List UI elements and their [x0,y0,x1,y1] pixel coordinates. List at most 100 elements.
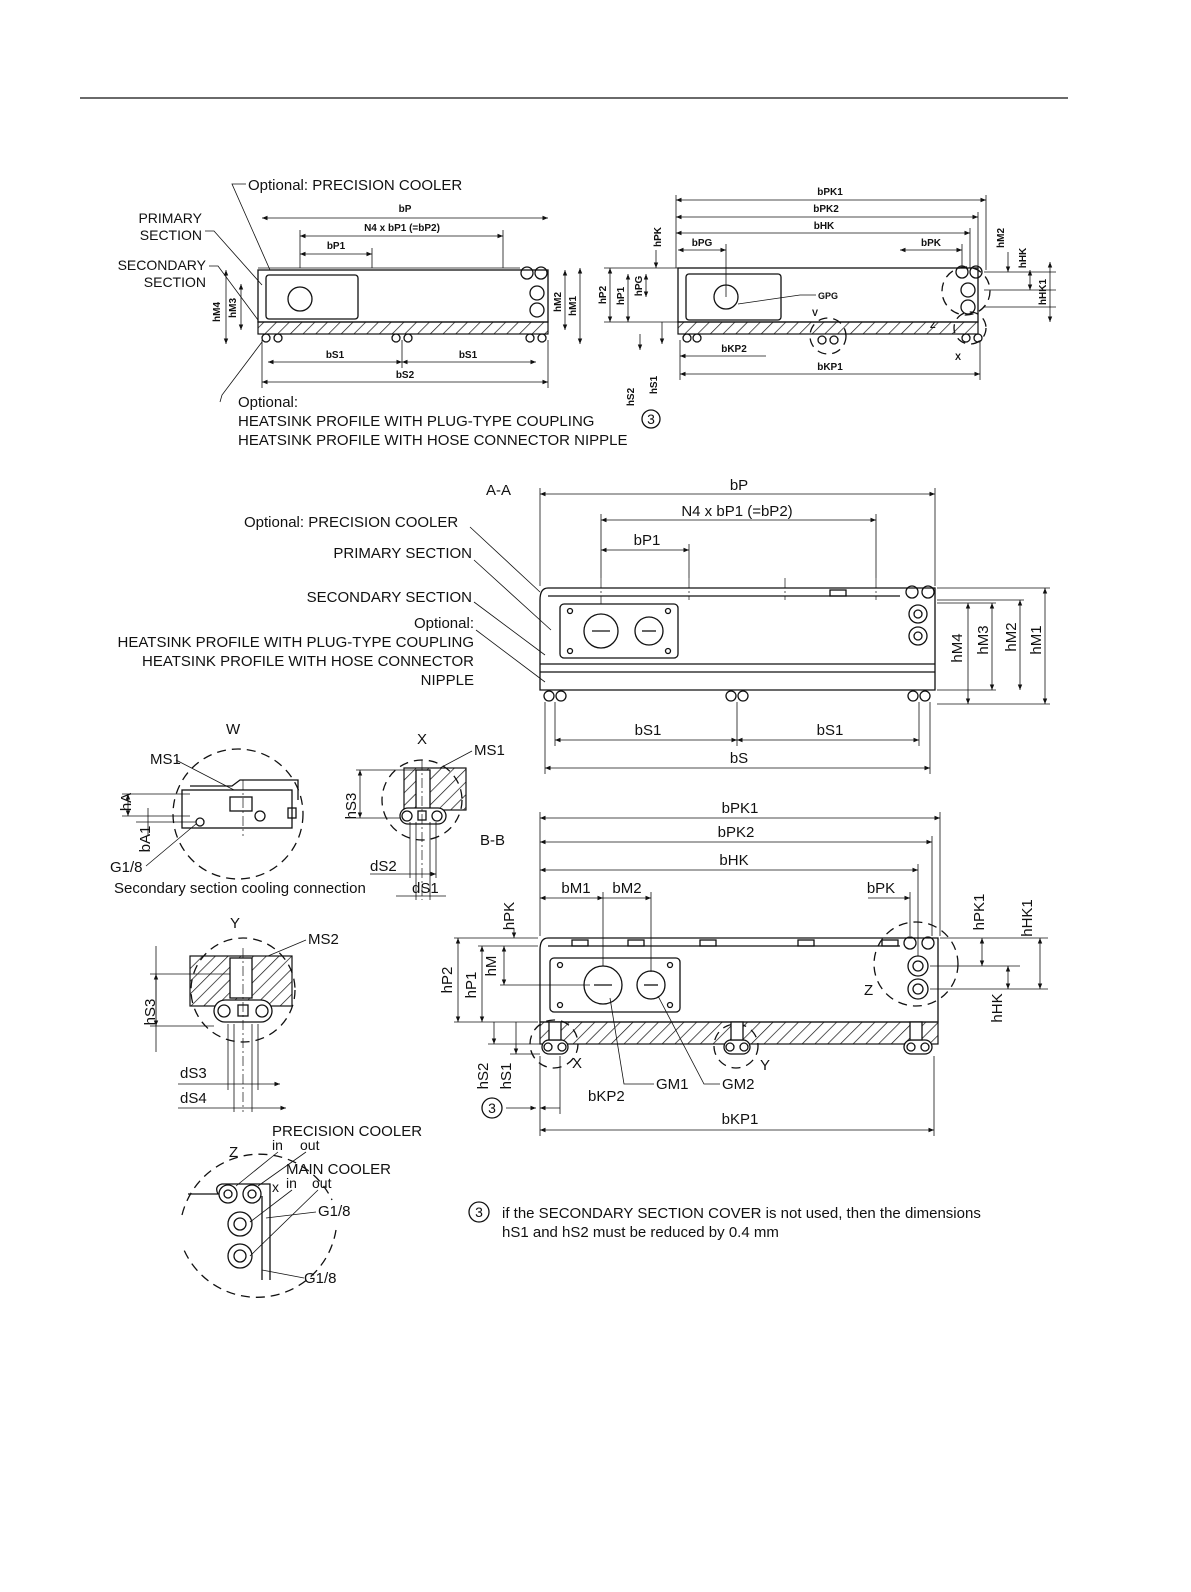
bb-dim-hP1: hP1 [463,972,480,999]
detail-x-hS3: hS3 [343,793,360,820]
bb-dim-hS2: hS2 [475,1063,492,1090]
bb-label-X: X [572,1055,582,1072]
detail-y-dS3: dS3 [180,1065,207,1082]
dim-hM2-top-right: hM2 [996,228,1007,248]
dim-bS2: bS2 [396,370,415,381]
detail-w-ms1: MS1 [150,751,181,768]
aa-callout-optional: Optional: [414,615,474,632]
label-V: V [812,308,818,318]
detail-z-out-1: out [300,1137,320,1153]
aa-callout-precision: Optional: PRECISION COOLER [244,514,458,531]
dim-bP: bP [399,204,412,215]
top-right-view: bPK1 bPK2 bHK bPG bPK hPK hP2 hP1 hPG GP… [598,187,1056,406]
dim-hS2-top: hS2 [626,387,637,406]
detail-w: W MS1 hA bA1 G1/8 Secondary section cool… [110,721,366,897]
dim-bPG: bPG [692,238,713,249]
bb-dim-hM: hM [483,956,500,977]
section-bb: B-B bPK1 bPK2 bHK bM1 b [439,800,1048,1136]
section-bb-title: B-B [480,832,505,849]
aa-dim-hM4: hM4 [949,633,966,662]
aa-dim-hM2: hM2 [1003,622,1020,651]
aa-callout-primary: PRIMARY SECTION [333,545,472,562]
detail-y-hS3: hS3 [142,999,159,1026]
detail-z-g18-1: G1/8 [318,1203,351,1220]
bb-dim-hS1: hS1 [498,1063,515,1090]
bb-dim-hPK1: hPK1 [971,894,988,931]
dim-bPK2-top: bPK2 [813,204,839,215]
aa-callout-hose: HEATSINK PROFILE WITH HOSE CONNECTOR [142,653,474,670]
dim-hP2-top: hP2 [598,285,609,304]
dim-hP1-top: hP1 [616,286,627,305]
callout-precision-cooler: Optional: PRECISION COOLER [248,177,462,194]
label-GPG: GPG [818,291,838,301]
detail-x-label: X [417,731,427,748]
bb-dim-hP2: hP2 [439,967,456,994]
section-aa-title: A-A [486,482,511,499]
dim-bPK-top: bPK [921,238,942,249]
dim-hM2: hM2 [553,292,564,312]
optional-plug-coupling: HEATSINK PROFILE WITH PLUG-TYPE COUPLING [238,413,594,430]
aa-dim-hM1: hM1 [1028,625,1045,654]
detail-z-in-2: in [286,1175,297,1191]
dim-hHK1-top: hHK1 [1038,279,1049,306]
dim-bKP2-top: bKP2 [721,344,747,355]
bb-label-Z: Z [864,982,873,999]
dim-hHK-top: hHK [1018,247,1029,268]
detail-y: Y MS2 hS3 dS3 dS4 [142,915,339,1112]
callout-secondary-section: SECTION [144,274,206,290]
detail-z-x-mark: x [272,1179,279,1195]
dim-bKP1-top: bKP1 [817,362,843,373]
footnote-line-2: hS1 and hS2 must be reduced by 0.4 mm [502,1224,779,1241]
dim-hPK-top: hPK [653,226,664,247]
dim-hM3: hM3 [228,298,239,318]
detail-y-dS4: dS4 [180,1090,207,1107]
aa-dim-bS1-right: bS1 [817,722,844,739]
aa-dim-bP: bP [730,477,748,494]
detail-y-ms2: MS2 [308,931,339,948]
section-aa: A-A Optional: PRECISION COOLER PRIMARY S… [118,477,1050,774]
dim-bHK-top: bHK [814,221,835,232]
bb-label-GM2: GM2 [722,1076,755,1093]
footnote-marker: 3 [475,1204,483,1220]
detail-z-g18-2: G1/8 [304,1270,337,1287]
dim-hM4: hM4 [212,302,223,322]
bb-dim-bPK: bPK [867,880,895,897]
dim-hM1: hM1 [568,296,579,316]
detail-z-precision-cooler: PRECISION COOLER [272,1123,422,1140]
bb-dim-bPK1: bPK1 [722,800,759,817]
detail-w-bA1: bA1 [137,826,154,853]
bb-dim-bM2: bM2 [612,880,641,897]
detail-z-label: Z [229,1144,238,1161]
detail-z-main-cooler: MAIN COOLER [286,1161,391,1178]
aa-dim-bS1-left: bS1 [635,722,662,739]
optional-hose-nipple: HEATSINK PROFILE WITH HOSE CONNECTOR NIP… [238,432,628,449]
dim-hPG: hPG [634,276,645,297]
bb-dim-bM1: bM1 [561,880,590,897]
detail-z-out-2: out [312,1175,332,1191]
bb-dim-bKP1: bKP1 [722,1111,759,1128]
detail-w-label: W [226,721,241,738]
dim-n4-bP1: N4 x bP1 (=bP2) [364,223,440,234]
bb-footnote-marker: 3 [488,1100,496,1116]
detail-y-label: Y [230,915,240,932]
optional-label: Optional: [238,394,298,411]
bb-dim-hHK: hHK [989,993,1006,1022]
aa-dim-n4: N4 x bP1 (=bP2) [681,503,792,520]
aa-dim-bP1: bP1 [634,532,661,549]
dim-bPK1-top: bPK1 [817,187,843,198]
bb-dim-bPK2: bPK2 [718,824,755,841]
top-left-view: Optional: PRECISION COOLER PRIMARY SECTI… [118,177,661,449]
dim-bS1-right: bS1 [459,350,478,361]
aa-dim-bS: bS [730,750,748,767]
aa-callout-secondary: SECONDARY SECTION [307,589,472,606]
dim-bS1-left: bS1 [326,350,345,361]
label-Z-top: Z [930,320,936,330]
footnote: 3 if the SECONDARY SECTION COVER is not … [468,1201,981,1241]
footnote-line-1: if the SECONDARY SECTION COVER is not us… [502,1205,981,1222]
aa-dim-hM3: hM3 [975,625,992,654]
bb-label-Y: Y [760,1057,770,1074]
bb-label-GM1: GM1 [656,1076,689,1093]
aa-callout-plug: HEATSINK PROFILE WITH PLUG-TYPE COUPLING [118,634,474,651]
callout-primary-section: SECTION [140,227,202,243]
detail-x-dS2: dS2 [370,858,397,875]
